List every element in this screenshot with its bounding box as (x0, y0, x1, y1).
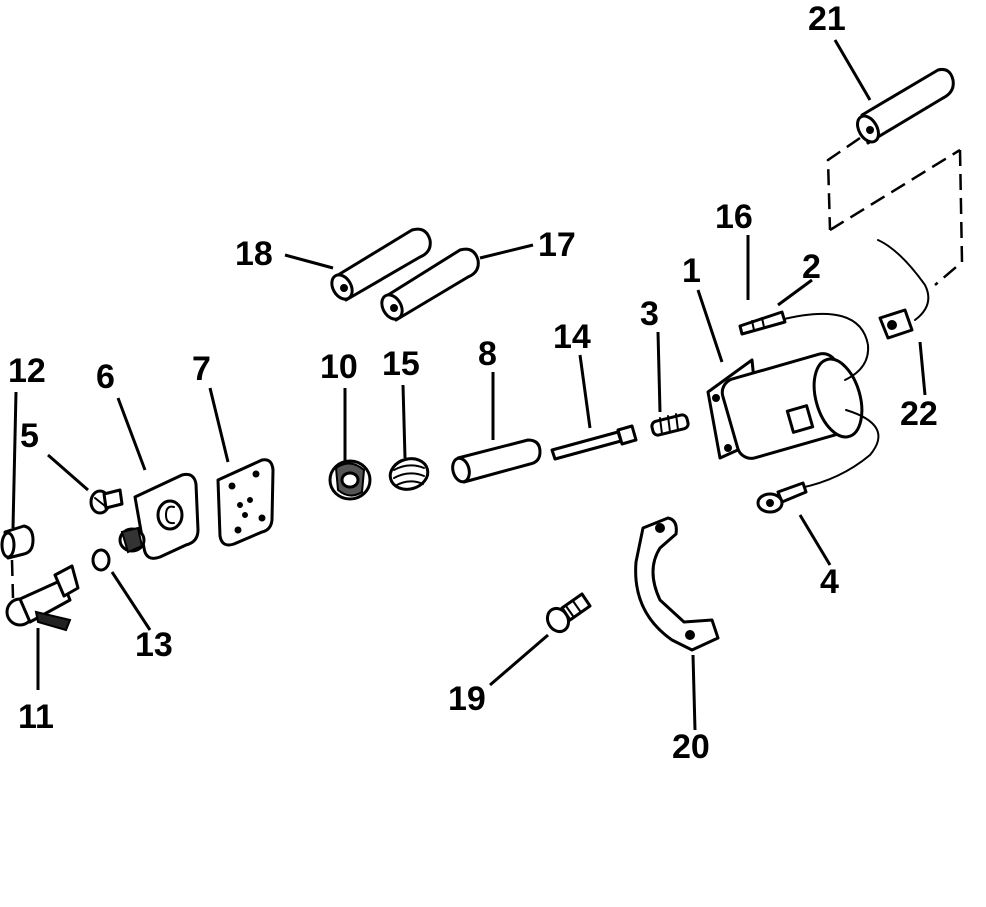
callout-4: 4 (820, 563, 839, 601)
callout-13: 13 (135, 626, 173, 664)
callout-21: 21 (808, 0, 846, 38)
callout-5: 5 (20, 417, 39, 455)
callout-14: 14 (553, 318, 591, 356)
callout-16: 16 (715, 198, 753, 236)
part-22-wire-clip (877, 239, 930, 340)
callout-8: 8 (478, 335, 497, 373)
part-11-fitting (5, 564, 80, 632)
callout-3: 3 (640, 295, 659, 333)
part-19-screw (545, 592, 592, 634)
part-13-o-ring (91, 548, 111, 572)
callout-22: 22 (900, 395, 938, 433)
callout-12: 12 (8, 352, 46, 390)
callout-6: 6 (96, 358, 115, 396)
callout-1: 1 (682, 252, 701, 290)
part-21-sleeve (856, 68, 955, 145)
callout-18: 18 (235, 235, 273, 273)
part-3-spring (650, 413, 690, 437)
part-8-tube (451, 438, 542, 484)
part-1-solenoid (706, 352, 864, 460)
part-2-lead-wire (738, 310, 870, 381)
alignment-guides (10, 136, 964, 599)
part-20-clamp (634, 516, 720, 652)
part-6-cover (118, 472, 200, 560)
callout-11: 11 (18, 698, 54, 736)
callout-7: 7 (192, 350, 211, 388)
leader-lines (11, 39, 927, 731)
part-18-sleeve (330, 227, 432, 302)
part-7-diaphragm (216, 458, 275, 547)
callout-2: 2 (802, 248, 821, 286)
callout-19: 19 (448, 680, 486, 718)
part-4-ground-lead (756, 409, 880, 514)
part-17-sleeve (380, 247, 480, 322)
part-10-nut (328, 459, 372, 501)
callout-15: 15 (382, 345, 420, 383)
callout-17: 17 (538, 226, 576, 264)
callout-20: 20 (672, 728, 710, 766)
part-5-screw (89, 488, 124, 515)
part-12-cap (0, 524, 35, 560)
callout-10: 10 (320, 348, 358, 386)
part-15-spring (388, 457, 430, 491)
part-14-plunger-pin (550, 424, 638, 461)
